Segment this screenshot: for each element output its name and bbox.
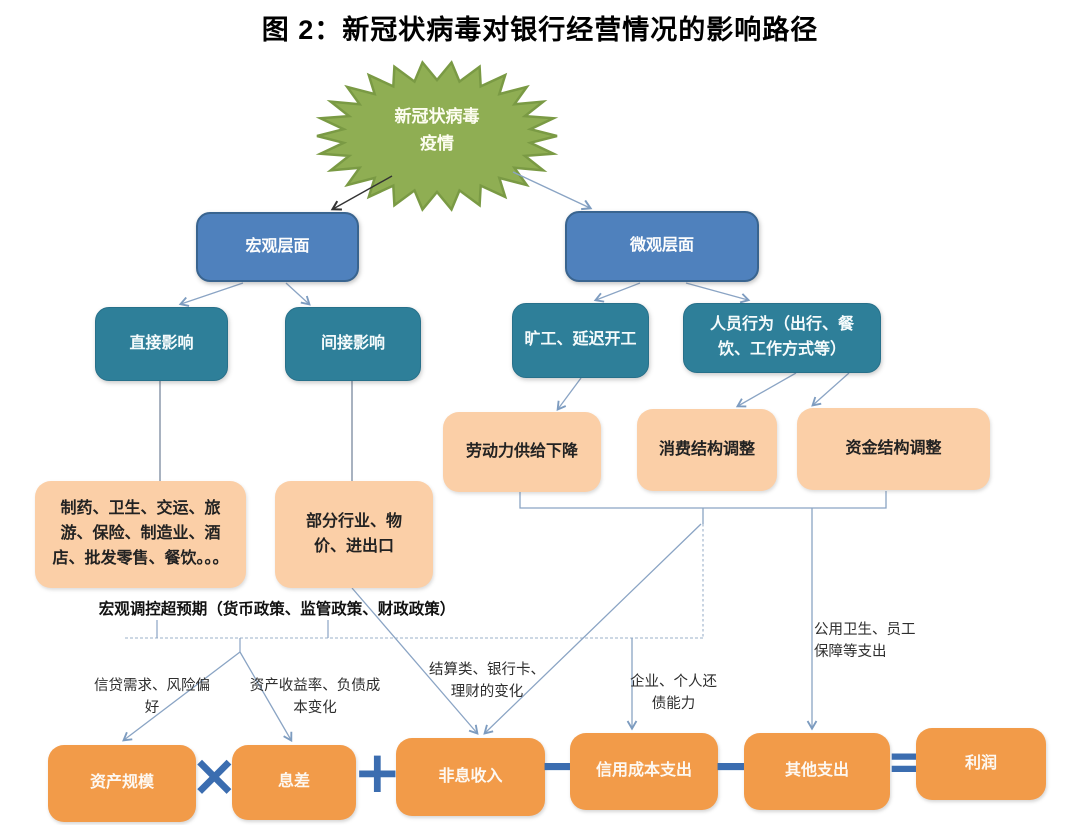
node-partial-industries: 部分行业、物价、进出口 (275, 481, 433, 588)
node-non-interest-income: 非息收入 (396, 738, 545, 816)
label-macro-policy: 宏观调控超预期（货币政策、监管政策、财政政策） (98, 601, 456, 618)
virus-label-line1: 新冠状病毒 (394, 107, 480, 126)
label-public-health-expense: 公用卫生、员工保障等支出 (814, 622, 916, 660)
label-credit-demand: 信贷需求、风险偏好 (94, 678, 210, 716)
node-personnel-behavior: 人员行为（出行、餐饮、工作方式等） (683, 303, 881, 373)
node-capital-adjustment: 资金结构调整 (797, 408, 990, 490)
node-direct-impact: 直接影响 (95, 307, 228, 381)
node-profit: 利润 (916, 728, 1046, 800)
node-interest-spread: 息差 (232, 745, 356, 820)
node-asset-scale: 资产规模 (48, 745, 196, 822)
label-asset-yield: 资产收益率、负债成本变化 (249, 678, 381, 716)
node-indirect-impact: 间接影响 (285, 307, 421, 381)
virus-label-line2: 疫情 (420, 134, 454, 154)
node-affected-industries: 制药、卫生、交运、旅游、保险、制造业、酒店、批发零售、餐饮。。。 (35, 481, 246, 588)
node-macro-level: 宏观层面 (196, 212, 359, 282)
multiply-operator: × (190, 741, 239, 809)
label-repayment-ability: 企业、个人还债能力 (630, 674, 717, 712)
node-consumption-adjustment: 消费结构调整 (637, 409, 777, 491)
label-settlement-change: 结算类、银行卡、理财的变化 (429, 662, 545, 700)
virus-starburst-shape (315, 60, 559, 212)
plus-operator: + (353, 738, 402, 806)
node-absenteeism: 旷工、延迟开工 (512, 303, 649, 378)
node-micro-level: 微观层面 (565, 211, 759, 282)
node-other-expense: 其他支出 (744, 733, 890, 810)
virus-outbreak-node: 新冠状病毒 疫情 (357, 103, 517, 157)
diagram-title: 图 2：新冠状病毒对银行经营情况的影响路径 (261, 15, 819, 45)
node-labor-supply-decline: 劳动力供给下降 (443, 412, 601, 492)
node-credit-cost: 信用成本支出 (570, 733, 718, 810)
